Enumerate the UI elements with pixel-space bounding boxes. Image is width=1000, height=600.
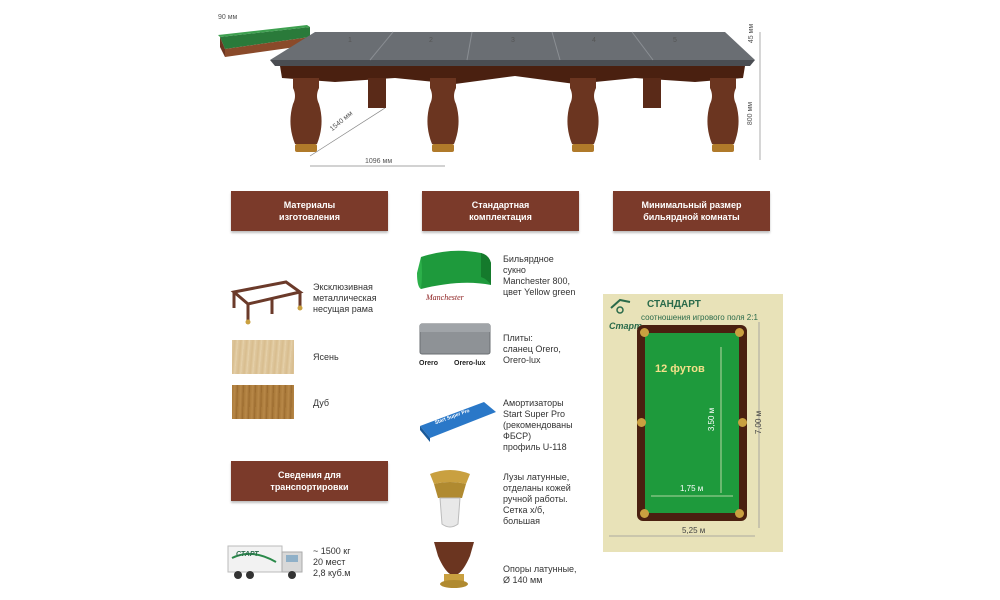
cushion-caption: Амортизаторы Start Super Pro (рекомендов… [503,398,573,452]
outer-height-label: 7,00 м [754,410,764,435]
orero-lux-logo: Orero-lux [454,360,486,367]
pocket-icon [735,328,744,337]
rail-section-image [218,25,310,57]
height-label: 800 мм [747,101,755,126]
inner-dimension-lines [651,347,733,497]
metal-frame-image [230,280,304,325]
inner-width-label: 1,75 м [680,484,704,493]
slate-number-3: 3 [511,37,515,44]
standard-label: СТАНДАРТ [647,299,701,310]
truck-logo: СТАРТ [236,551,259,558]
pocket-icon [640,328,649,337]
slate-caption: Плиты: сланец Orero, Orero-lux [503,333,561,365]
slate-image [419,323,491,355]
pocket-icon [640,509,649,518]
room-table-cloth [645,333,739,513]
orero-logo: Orero [419,360,439,367]
transport-caption: ~ 1500 кг 20 мест 2,8 куб.м [313,546,351,578]
outer-width-label: 5,25 м [682,526,706,535]
oak-wood-swatch [232,385,294,419]
manchester-logo: Manchester [426,293,464,302]
pocket-icon [735,509,744,518]
cloth-image [417,250,491,289]
pocket-caption: Лузы латунные, отделаны кожей ручной раб… [503,472,571,526]
outer-dimension-lines [609,322,760,537]
ratio-label: соотношения игрового поля 2:1 [641,313,758,322]
pocket-icon [637,418,646,427]
legs-caption: Опоры латунные, Ø 140 мм [503,564,577,585]
slate-number-2: 2 [429,37,433,44]
leg-spacing-label: 1096 мм [365,158,393,165]
slate-number-5: 5 [673,37,677,44]
ash-wood-swatch [232,340,294,374]
oak-caption: Дуб [313,398,330,408]
pocket-image [430,470,470,528]
rail-width-label: 90 мм [218,14,238,21]
truck-image [227,545,303,579]
table-image [270,31,761,167]
board-thickness-label: 45 мм [748,23,756,44]
cloth-caption: Бильярдное сукно Manchester 800, цвет Ye… [503,254,576,297]
frame-caption: Эксклюзивная металлическая несущая рама [313,282,377,314]
slate-number-4: 4 [592,37,596,44]
brass-leg-image [434,542,474,588]
cushion-image [420,402,496,442]
brand-logo: Старт [609,321,643,331]
pocket-icon [738,418,747,427]
table-size-label: 12 футов [655,363,705,375]
slate-number-1: 1 [348,37,352,44]
ash-caption: Ясень [313,352,339,362]
start-logo-icon [610,298,631,314]
